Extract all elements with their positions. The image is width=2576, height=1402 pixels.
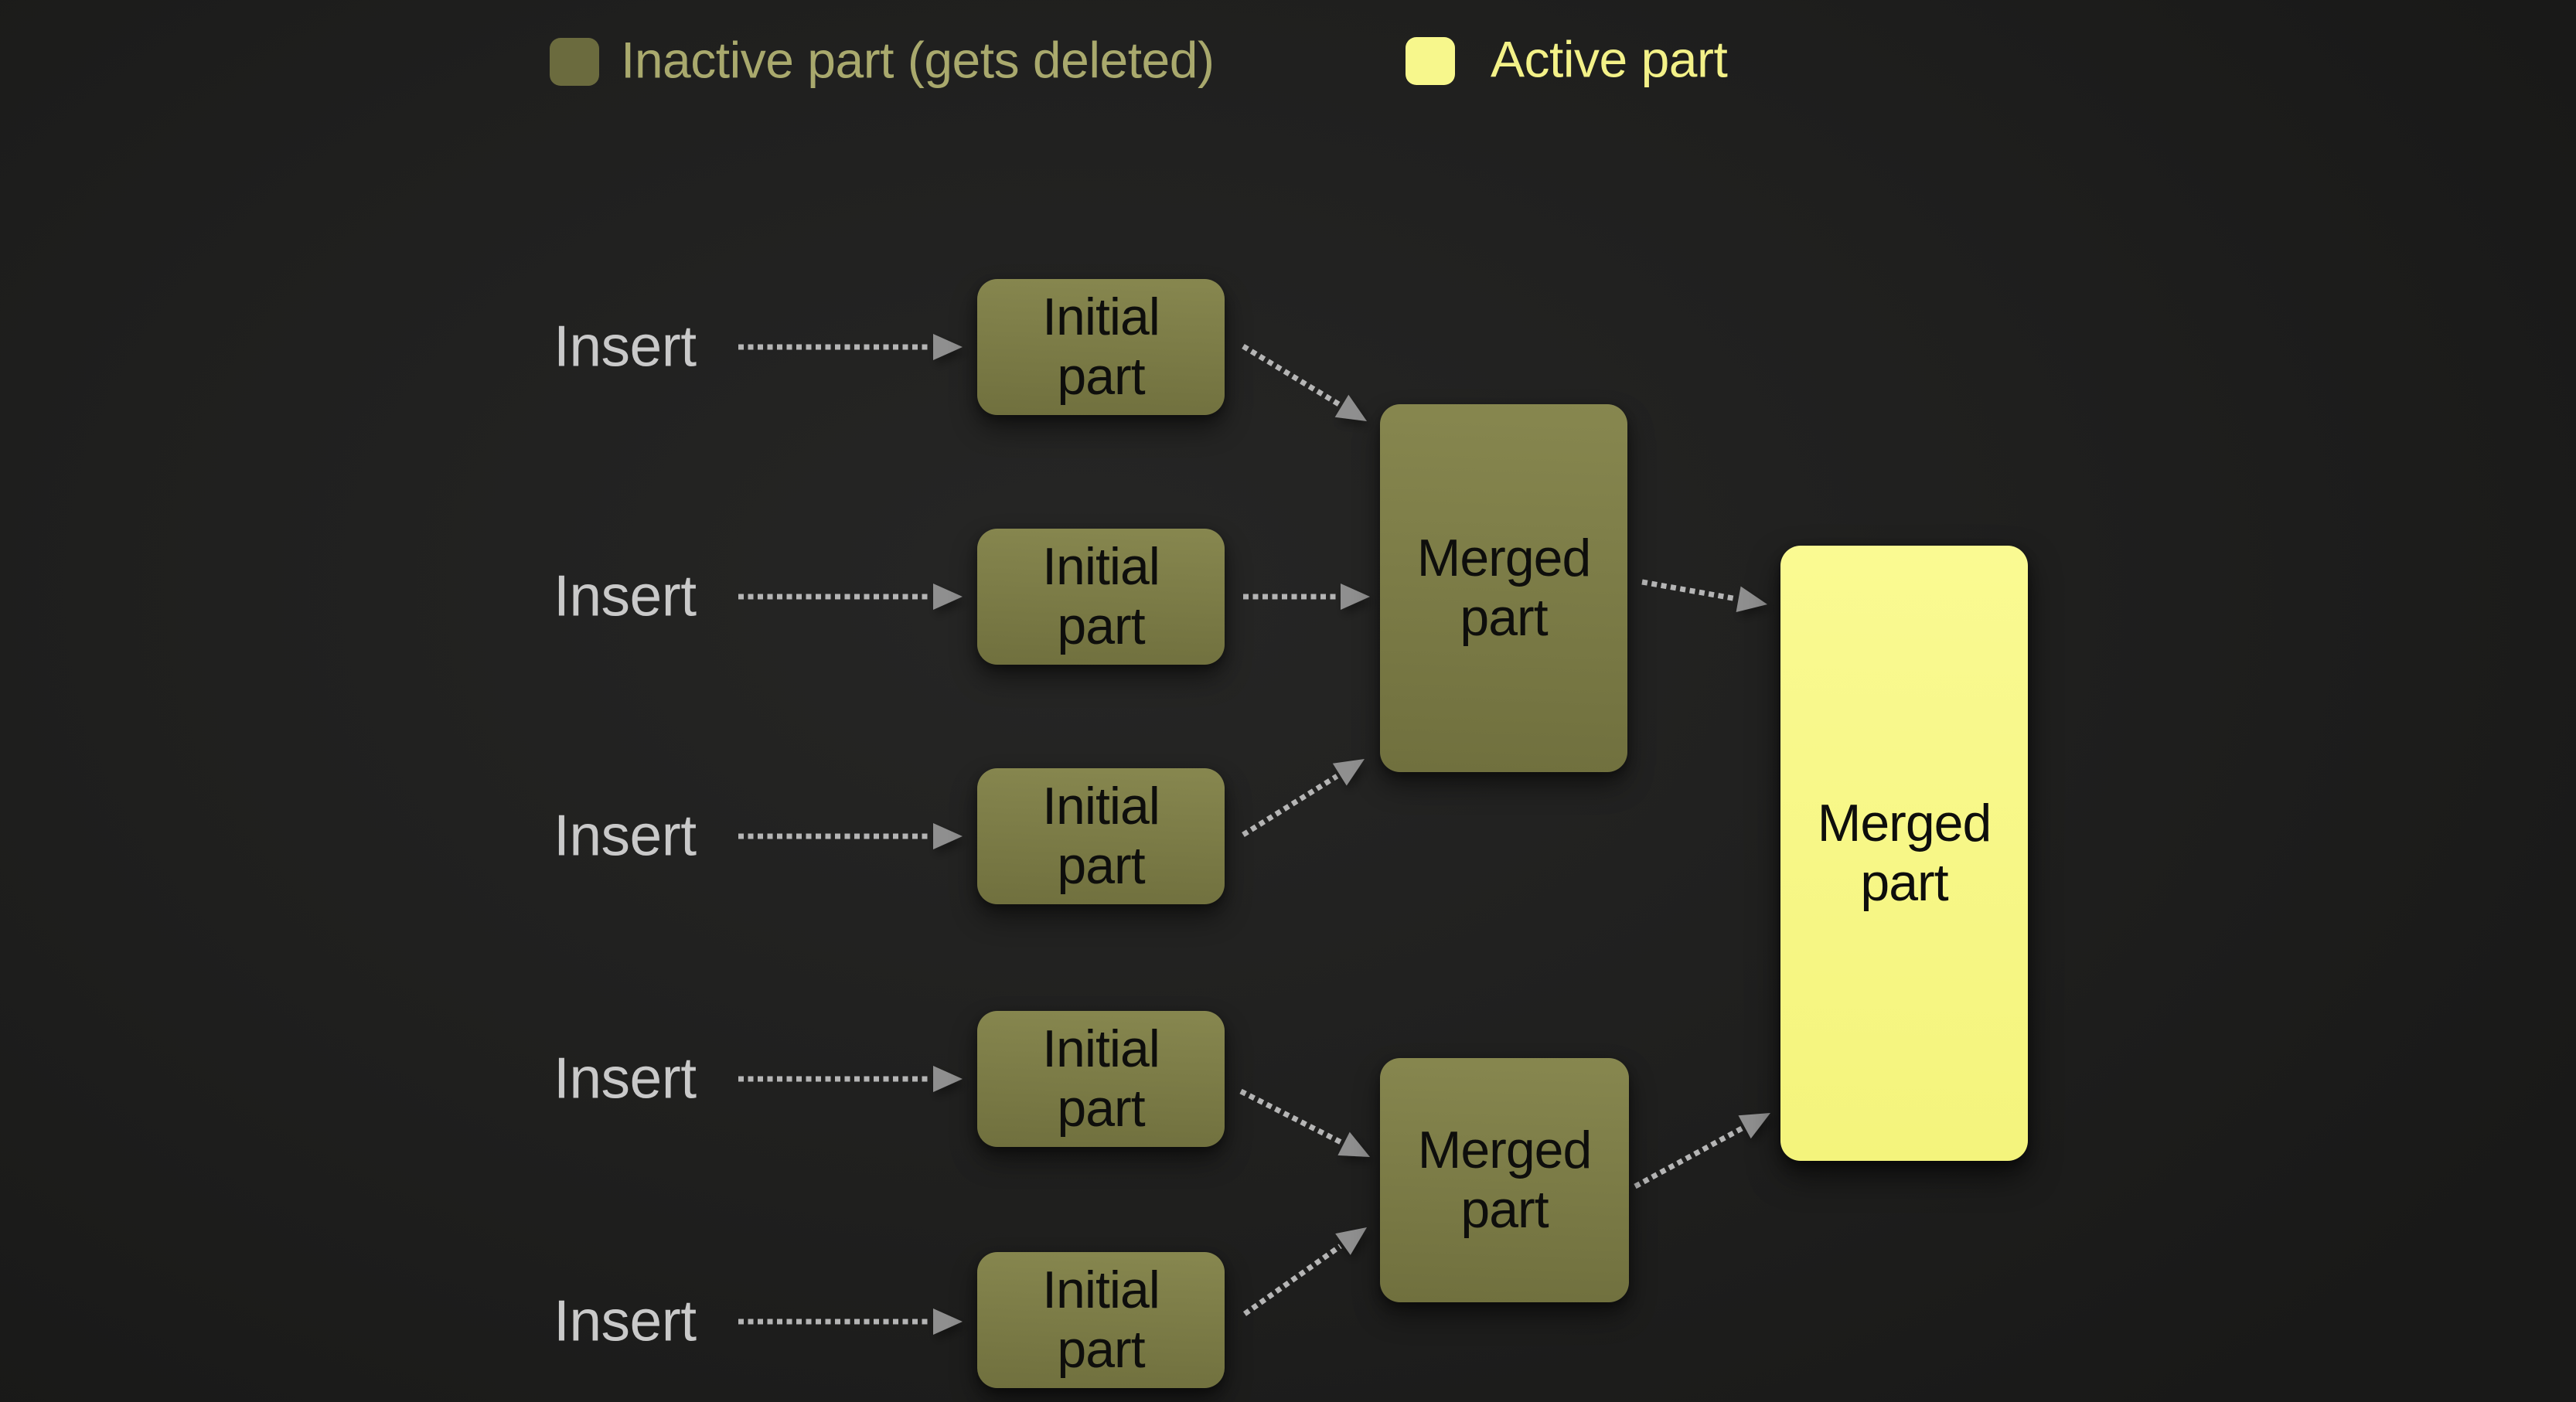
legend-label-active: Active part <box>1491 30 1728 88</box>
legend-swatch-active <box>1406 37 1455 85</box>
merged-part-node-final: Merged part <box>1780 546 2028 1161</box>
arrowhead-icon <box>933 334 963 360</box>
dotted-arrow <box>738 1308 963 1335</box>
initial-part-node: Initial part <box>977 768 1225 904</box>
merged-part-node-1: Merged part <box>1380 404 1627 772</box>
dotted-arrow <box>1242 759 1365 837</box>
arrowhead-icon <box>933 1308 963 1335</box>
dotted-arrow <box>738 334 963 360</box>
initial-part-node: Initial part <box>977 1011 1225 1147</box>
merged-part-node-2: Merged part <box>1380 1058 1629 1302</box>
arrowhead-icon <box>933 823 963 849</box>
initial-part-node: Initial part <box>977 1252 1225 1388</box>
arrowhead-icon <box>1335 1227 1367 1255</box>
arrowhead-icon <box>1337 1131 1370 1157</box>
initial-part-node: Initial part <box>977 279 1225 415</box>
arrowhead-icon <box>1334 394 1367 421</box>
dotted-arrow <box>738 584 963 610</box>
arrowhead-icon <box>1341 584 1370 610</box>
insert-label: Insert <box>554 802 697 868</box>
arrowhead-icon <box>933 584 963 610</box>
legend-label-inactive: Inactive part (gets deleted) <box>621 31 1215 89</box>
insert-label: Insert <box>554 563 697 628</box>
dotted-arrow <box>1634 1113 1770 1189</box>
initial-part-node: Initial part <box>977 529 1225 665</box>
dotted-arrow <box>1242 344 1367 421</box>
arrowhead-icon <box>933 1066 963 1092</box>
arrowhead-icon <box>1736 586 1767 612</box>
insert-label: Insert <box>554 313 697 379</box>
insert-label: Insert <box>554 1288 697 1353</box>
legend-swatch-inactive <box>550 38 599 86</box>
dotted-arrow <box>738 1066 963 1092</box>
dotted-arrow <box>738 823 963 849</box>
dotted-arrow <box>1242 1227 1367 1316</box>
dotted-arrow <box>1243 584 1370 610</box>
dotted-arrow <box>1641 579 1767 612</box>
arrowhead-icon <box>1738 1113 1770 1139</box>
dotted-arrow <box>1239 1088 1370 1157</box>
arrowhead-icon <box>1332 759 1365 786</box>
insert-label: Insert <box>554 1045 697 1111</box>
